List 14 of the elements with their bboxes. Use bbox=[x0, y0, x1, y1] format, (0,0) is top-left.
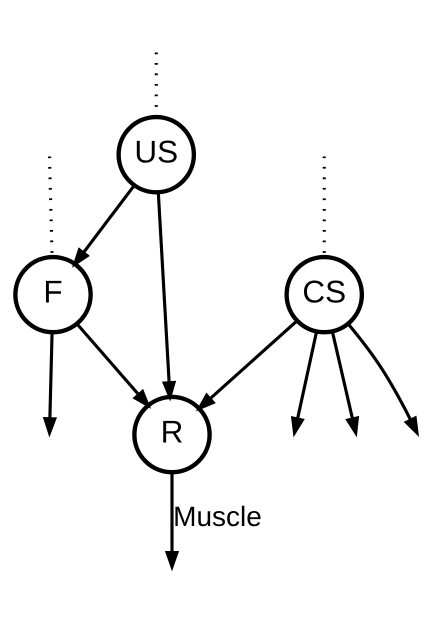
node-circle: R bbox=[132, 394, 212, 474]
node-circle: CS bbox=[284, 254, 364, 334]
arrow bbox=[330, 330, 360, 437]
arrow bbox=[156, 192, 176, 401]
edge-label: Muscle bbox=[173, 500, 262, 532]
arrow bbox=[347, 322, 420, 437]
node-circle: US bbox=[116, 114, 196, 194]
arrow bbox=[72, 184, 136, 268]
arrow bbox=[76, 322, 152, 408]
arrow bbox=[42, 332, 58, 437]
arrow bbox=[290, 330, 318, 437]
arrow bbox=[196, 319, 298, 411]
arrow bbox=[164, 472, 180, 571]
node-circle: F bbox=[13, 254, 93, 334]
